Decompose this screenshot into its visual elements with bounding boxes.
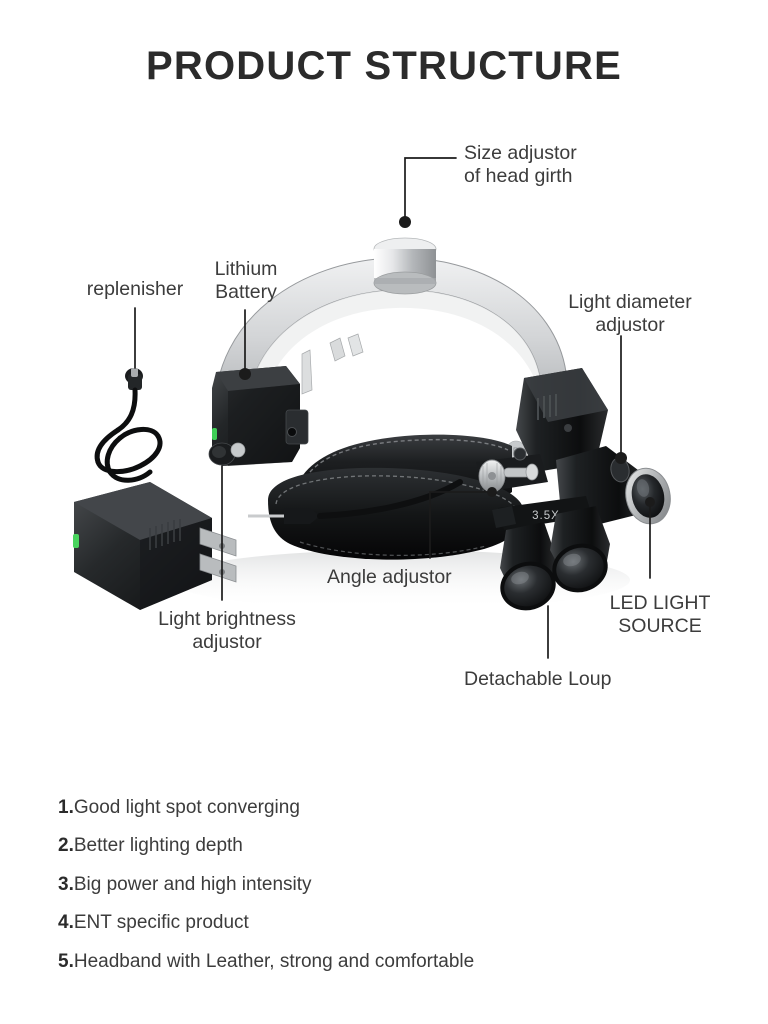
led-head-upper-top: [524, 368, 608, 422]
list-item: 1.Good light spot converging: [58, 797, 718, 819]
callout-detachable-loup: Detachable Loup: [464, 668, 612, 690]
list-item: 4.ENT specific product: [58, 912, 718, 934]
feature-number: 5.: [58, 950, 74, 972]
feature-number: 1.: [58, 797, 74, 818]
dot-light-diameter: [615, 452, 627, 464]
callout-replenisher: replenisher: [86, 278, 184, 300]
led-light-head: [516, 368, 671, 526]
callout-light-brightness-adjustor: Light brightness adjustor: [158, 608, 296, 653]
brightness-knob-collar: [230, 442, 246, 458]
loupe-left: [500, 522, 558, 611]
led-light-lens: [625, 467, 671, 525]
callout-lithium-battery: Lithium Battery: [214, 258, 278, 303]
list-item: 2.Better lighting depth: [58, 835, 718, 857]
leader-size-adjustor: [404, 157, 457, 223]
battery-output-cable: [248, 479, 463, 524]
leader-lines: [134, 157, 651, 659]
led-head-screw: [564, 424, 572, 432]
adapter-led-indicator: [73, 534, 79, 548]
loupe-hinge: [492, 506, 516, 528]
leather-strap-body: [268, 467, 525, 560]
replenisher-adapter: [73, 368, 237, 610]
feature-list: 1.Good light spot converging 2.Better li…: [58, 797, 718, 990]
adapter-top-face: [74, 482, 212, 540]
headband-clips: [301, 333, 364, 395]
angle-adjustor-assembly: [476, 447, 548, 493]
angle-lock-screw: [513, 447, 527, 461]
list-item: 5.Headband with Leather, strong and comf…: [58, 950, 718, 973]
dot-lithium-battery: [239, 368, 251, 380]
loupe-mount-bar: [498, 496, 592, 530]
page-title: PRODUCT STRUCTURE: [146, 44, 622, 88]
jack-body: [284, 508, 320, 524]
adapter-dc-connector: [125, 368, 143, 390]
leader-dots: [239, 216, 655, 507]
loupe-right: [550, 506, 610, 593]
feature-number: 2.: [58, 835, 74, 857]
callout-led-light-source: LED LIGHT SOURCE: [609, 592, 711, 637]
battery-led-indicator: [212, 428, 217, 440]
loupe-magnification-text: 3.5X: [532, 510, 560, 522]
angle-adjustor-knob: [478, 459, 539, 493]
led-head-grille: [537, 394, 557, 420]
callout-size-adjustor: Size adjustor of head girth: [464, 142, 577, 187]
adapter-cable: [94, 387, 163, 483]
feature-number: 4.: [58, 912, 74, 934]
feature-text: Headband with Leather, strong and comfor…: [73, 950, 475, 972]
callout-angle-adjustor: Angle adjustor: [327, 566, 452, 588]
adapter-right-face: [140, 518, 212, 610]
light-brightness-knob: [208, 442, 246, 466]
feature-text: ENT specific product: [73, 912, 249, 934]
dot-led-light-source: [645, 497, 655, 507]
leader-angle-adjustor: [429, 491, 493, 559]
feature-text: Good light spot converging: [73, 797, 300, 818]
battery-side-panel: [285, 409, 309, 445]
detachable-loupes: 3.5X: [492, 496, 610, 611]
list-item: 3.Big power and high intensity: [58, 873, 718, 896]
adapter-plug-prongs: [199, 527, 237, 583]
dot-angle-adjustor: [487, 487, 497, 497]
battery-front-face: [228, 384, 300, 466]
lithium-battery-box: [208, 366, 309, 466]
dot-size-adjustor: [399, 216, 411, 228]
adapter-body: [73, 482, 212, 610]
adapter-vents: [149, 519, 181, 550]
headband-highlight: [248, 289, 540, 414]
battery-top-face: [216, 366, 300, 391]
jack-cable: [317, 479, 463, 519]
size-adjustor-knob: [373, 237, 437, 295]
battery-dc-port: [287, 427, 297, 437]
leather-stitching-strap-bottom: [299, 541, 487, 556]
feature-text: Big power and high intensity: [73, 873, 312, 895]
feature-text: Better lighting depth: [73, 835, 243, 857]
callout-light-diameter-adjustor: Light diameter adjustor: [568, 291, 692, 336]
feature-number: 3.: [58, 873, 74, 895]
product-illustration: R: [0, 110, 768, 730]
